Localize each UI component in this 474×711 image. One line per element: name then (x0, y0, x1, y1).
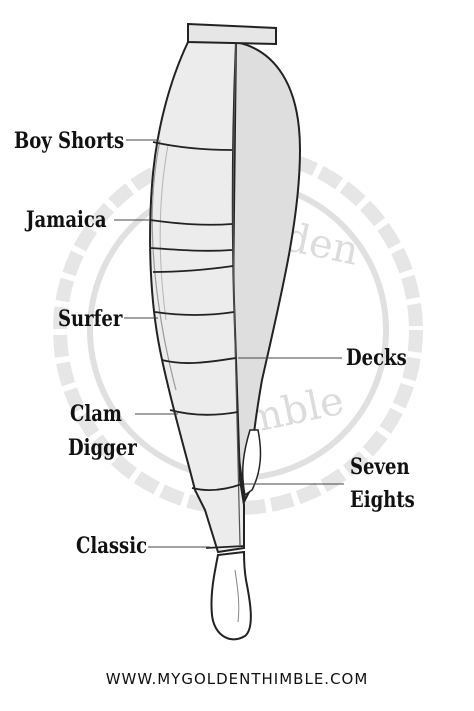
leader-lines (114, 139, 344, 548)
label-surfer: Surfer (58, 306, 123, 332)
center-seam (232, 43, 241, 546)
length-line-boy-shorts (152, 141, 233, 151)
watermark-outer-ring (53, 145, 423, 515)
length-line-jamaica (149, 219, 233, 226)
label-eights: Eights (350, 487, 415, 513)
ankle-line (234, 569, 240, 623)
fold-shading (151, 139, 177, 391)
length-line-decks (161, 357, 237, 364)
label-digger: Digger (68, 435, 137, 461)
length-lines (149, 141, 245, 549)
foot (210, 550, 252, 641)
website-url: WWW.MYGOLDENTHIMBLE.COM (105, 670, 369, 688)
length-line-classic (205, 545, 245, 549)
back-heel (241, 429, 262, 497)
label-jamaica: Jamaica (26, 207, 107, 233)
length-line-clam-digger (169, 409, 239, 416)
label-clam: Clam (70, 401, 122, 427)
label-classic: Classic (76, 533, 148, 559)
label-boy-shorts: Boy Shorts (14, 128, 125, 154)
length-line-surfer (154, 311, 235, 316)
length-line-2 (152, 265, 234, 273)
label-decks: Decks (346, 345, 407, 371)
front-leg (149, 41, 245, 554)
length-line-seven-eights (191, 483, 243, 491)
length-line-1 (150, 247, 233, 252)
fold-shading-2 (159, 144, 169, 321)
waistband (187, 22, 277, 46)
label-seven: Seven (350, 454, 410, 480)
